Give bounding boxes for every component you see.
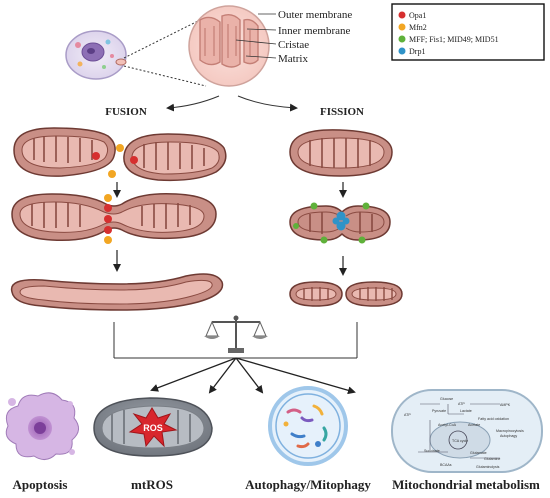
ros-burst-icon bbox=[128, 407, 178, 448]
legend-swatch-mfn2 bbox=[398, 23, 406, 31]
metabolism-label: Pyruvate bbox=[432, 409, 446, 413]
ros-burst-label: ROS bbox=[143, 423, 163, 433]
opa1-marker bbox=[92, 152, 100, 160]
fission-title: FISSION bbox=[320, 106, 364, 118]
legend-label-mff: MFF; Fis1; MID49; MID51 bbox=[409, 35, 499, 44]
mff-marker bbox=[362, 202, 370, 210]
metabolism-label: Glutamate bbox=[470, 451, 487, 455]
label-matrix: Matrix bbox=[278, 53, 308, 65]
metabolism-label: ATP bbox=[404, 413, 411, 417]
drp1-marker bbox=[336, 221, 346, 231]
mff-marker bbox=[310, 202, 318, 210]
mfn2-marker bbox=[116, 144, 124, 152]
legend-swatch-mff bbox=[398, 35, 406, 43]
metabolism-label: Fatty acid oxidation bbox=[478, 417, 509, 421]
metabolism-label: AMPK bbox=[500, 403, 511, 407]
outcome-arrows bbox=[150, 357, 356, 395]
fission-step2-mitochondrion bbox=[289, 202, 391, 244]
drp1-marker bbox=[336, 211, 346, 221]
autophagy-illustration bbox=[268, 386, 348, 466]
outcome-metabolism-label: Mitochondrial metabolism bbox=[392, 477, 540, 492]
metabolism-label: Glutamine bbox=[484, 457, 500, 461]
mff-marker bbox=[320, 236, 328, 244]
fusion-step3-mitochondrion bbox=[10, 273, 224, 311]
label-outer-membrane: Outer membrane bbox=[278, 9, 352, 21]
cell-illustration bbox=[65, 30, 127, 80]
legend-label-mfn2: Mfn2 bbox=[409, 23, 427, 32]
metabolism-label: Lactate bbox=[460, 409, 472, 413]
metabolism-label: Autophagy bbox=[500, 434, 517, 438]
legend-swatch-drp1 bbox=[398, 47, 406, 55]
mtros-illustration: ROS bbox=[93, 397, 213, 457]
fusion-step2-mitochondria bbox=[11, 192, 217, 244]
outcome-apoptosis-label: Apoptosis bbox=[13, 477, 68, 492]
metabolism-label: ATP bbox=[458, 402, 465, 406]
metabolism-label: Succinate bbox=[424, 449, 440, 453]
apoptosis-illustration bbox=[5, 392, 79, 460]
arrow-to-fission bbox=[237, 95, 298, 112]
label-cristae: Cristae bbox=[278, 39, 309, 51]
legend: Opa1 Mfn2 MFF; Fis1; MID49; MID51 Drp1 bbox=[391, 3, 545, 61]
metabolism-map-labels: Glucose ATP Pyruvate Lactate AMPK Fatty … bbox=[404, 397, 524, 469]
legend-label-drp1: Drp1 bbox=[409, 47, 425, 56]
balance-scale-icon bbox=[204, 315, 268, 353]
opa1-marker bbox=[130, 156, 138, 164]
magnified-mitochondrion bbox=[188, 5, 270, 87]
metabolism-label: BCAAs bbox=[440, 463, 452, 467]
legend-label-opa1: Opa1 bbox=[409, 11, 426, 20]
metabolism-label: Glutaminolysis bbox=[476, 465, 500, 469]
fission-step3-mitochondria bbox=[289, 281, 403, 307]
fusion-title: FUSION bbox=[105, 106, 147, 118]
legend-swatch-opa1 bbox=[398, 11, 406, 19]
metabolism-illustration bbox=[391, 389, 543, 473]
metabolism-label: Acetyl-CoA bbox=[438, 423, 457, 427]
arrow-to-fusion bbox=[166, 95, 220, 112]
mff-marker bbox=[358, 236, 366, 244]
metabolism-label: Glucose bbox=[440, 397, 453, 401]
metabolism-label: TCA cycle bbox=[452, 439, 468, 443]
outcome-autophagy-label: Autophagy/Mitophagy bbox=[245, 477, 371, 492]
mfn2-marker bbox=[108, 170, 116, 178]
fission-step1-mitochondrion bbox=[289, 129, 393, 177]
metabolism-label: Acetate bbox=[468, 423, 480, 427]
label-inner-membrane: Inner membrane bbox=[278, 25, 350, 37]
outcome-mtros-label: mtROS bbox=[131, 477, 173, 492]
metabolism-label: Macropinocytosis bbox=[496, 429, 524, 433]
fusion-step1-mitochondria bbox=[13, 127, 227, 182]
cell-mitochondrion bbox=[115, 58, 127, 66]
